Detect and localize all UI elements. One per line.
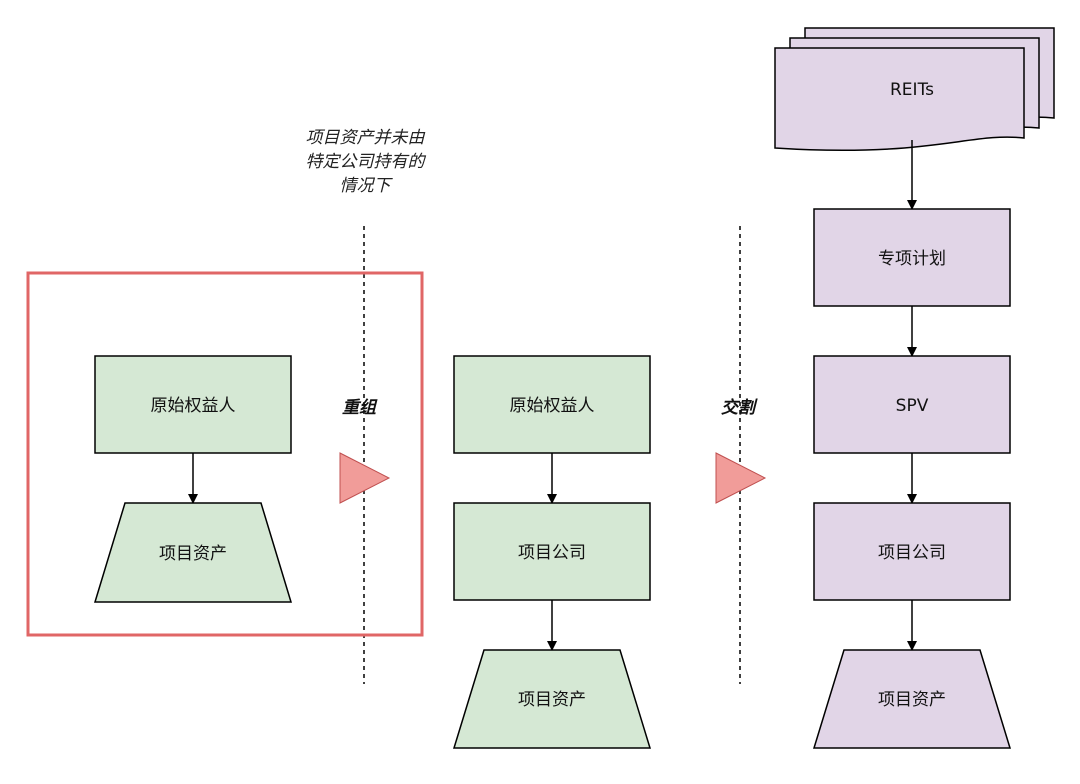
left-asset-box[interactable] [93, 502, 293, 603]
plan-label: 专项计划 [878, 249, 946, 269]
reits-box[interactable] [774, 27, 1055, 152]
reorganize-triangle-icon [339, 452, 391, 504]
reorganize-label: 重组 [342, 398, 378, 418]
middle-asset-label: 项目资产 [518, 690, 586, 710]
note-line-2: 特定公司持有的 [306, 152, 427, 172]
reits-label: REITs [890, 80, 934, 100]
spv-box[interactable] [813, 355, 1011, 454]
middle-asset-box[interactable] [452, 649, 652, 749]
middle-holder-box[interactable] [453, 355, 651, 454]
spv-label: SPV [896, 396, 929, 416]
highlight-frame [26, 271, 424, 637]
right-asset-box[interactable] [812, 649, 1012, 749]
right-asset-label: 项目资产 [878, 690, 946, 710]
condition-note: 项目资产并未由 特定公司持有的 情况下 [306, 128, 427, 196]
left-group: 原始权益人 项目资产 [93, 355, 293, 603]
plan-box[interactable] [813, 208, 1011, 307]
deliver-label: 交割 [721, 398, 758, 418]
right-company-box[interactable] [813, 502, 1011, 601]
middle-company-label: 项目公司 [518, 543, 586, 563]
middle-group: 原始权益人 项目公司 项目资产 [452, 355, 652, 749]
note-line-3: 情况下 [340, 176, 394, 196]
note-line-1: 项目资产并未由 [306, 128, 426, 148]
middle-holder-label: 原始权益人 [510, 396, 595, 416]
deliver-triangle-icon [715, 452, 767, 504]
left-holder-label: 原始权益人 [151, 396, 236, 416]
reorganize-step: 重组 [339, 398, 391, 504]
left-asset-label: 项目资产 [159, 544, 227, 564]
deliver-step: 交割 [715, 398, 767, 504]
right-company-label: 项目公司 [878, 543, 946, 563]
right-group: REITs 专项计划 SPV 项目公司 项目资产 [774, 27, 1055, 749]
middle-company-box[interactable] [453, 502, 651, 601]
